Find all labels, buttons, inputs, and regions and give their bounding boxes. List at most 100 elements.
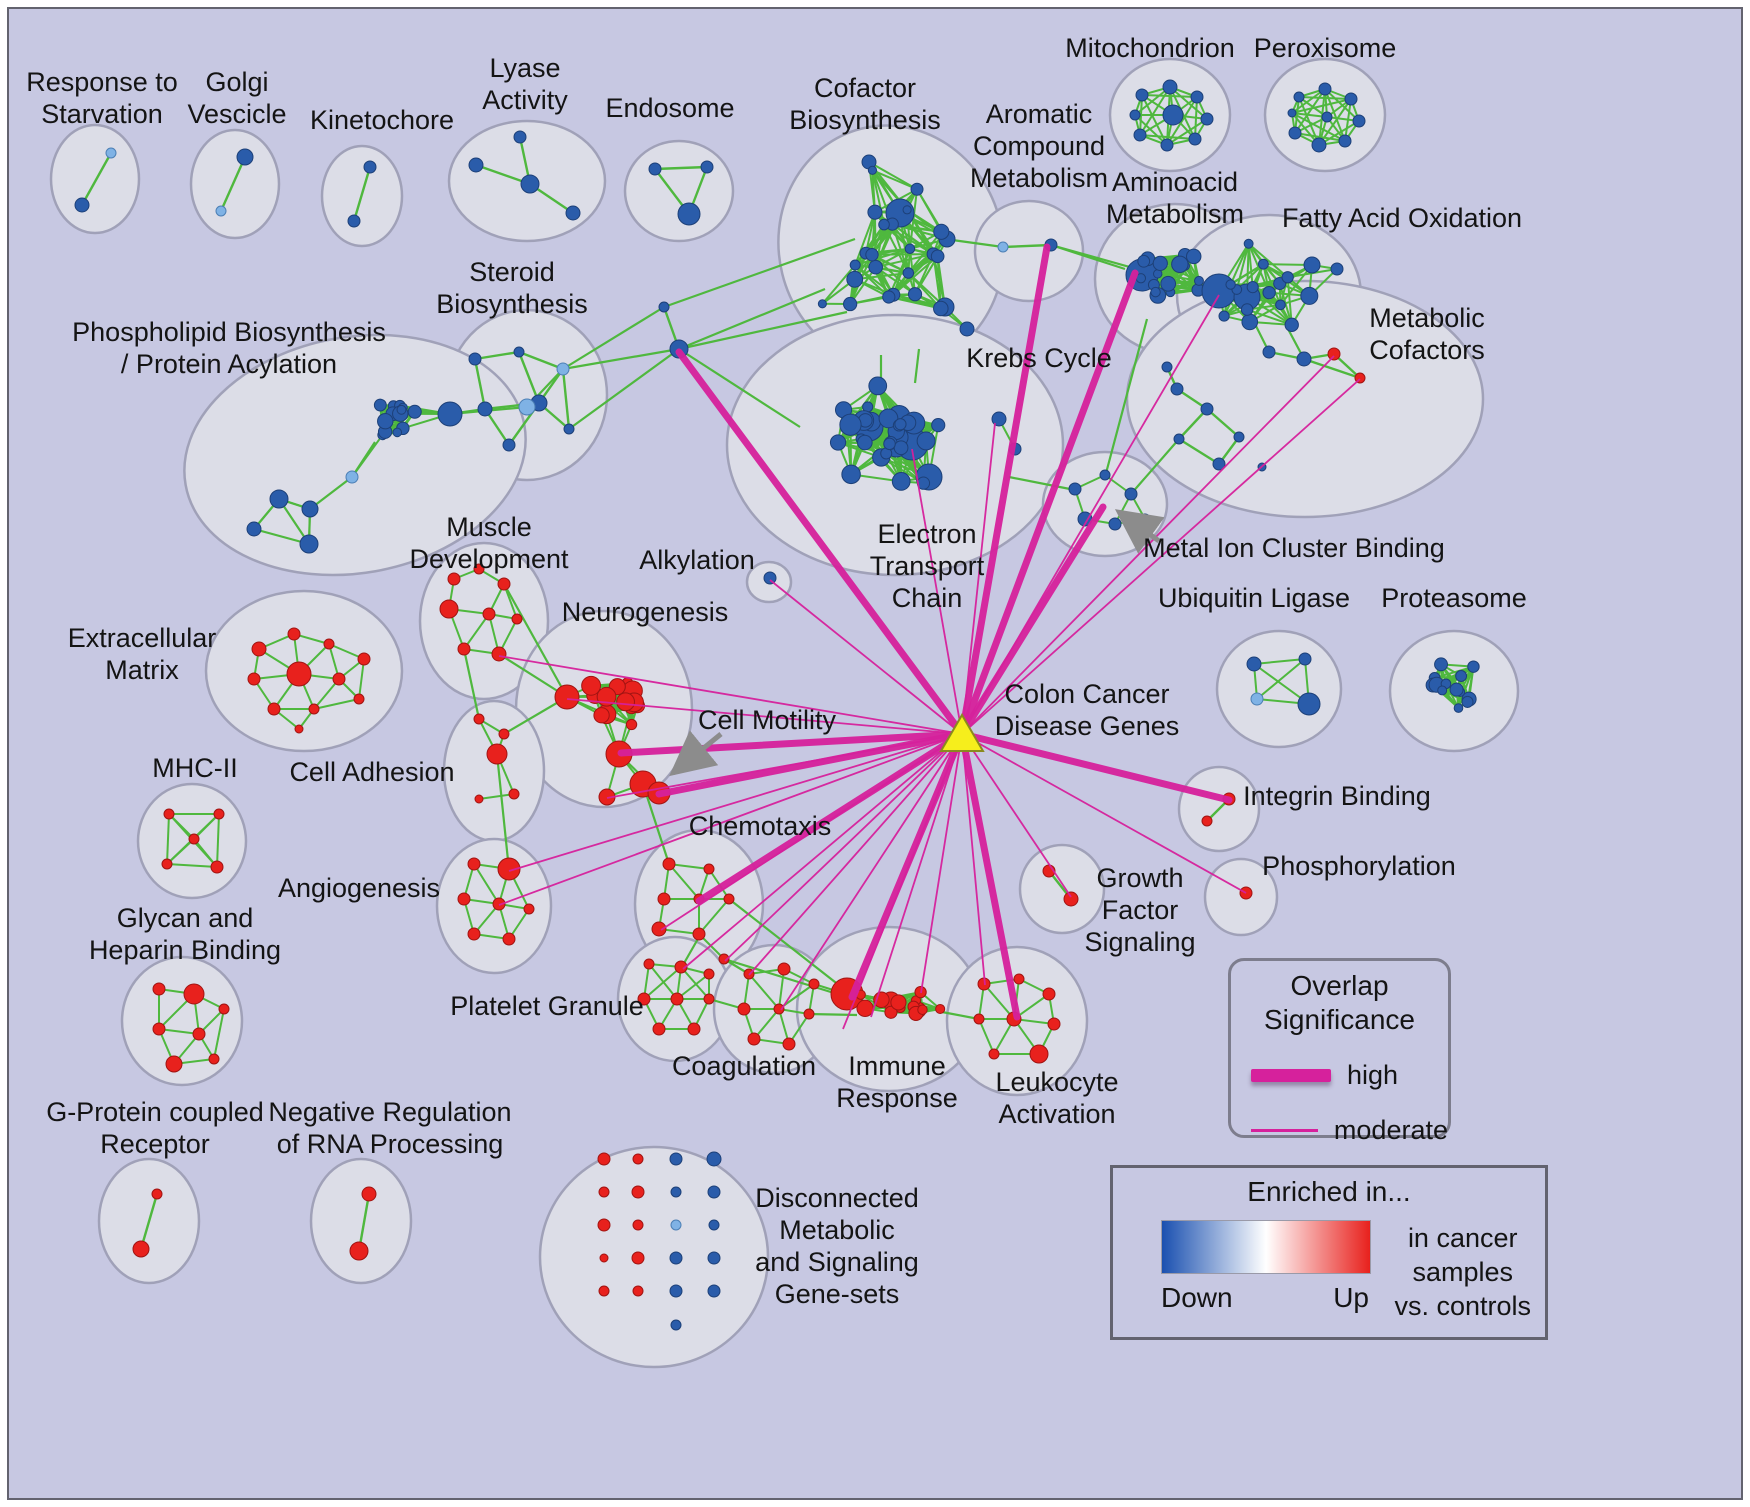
gene-set-node-fatty-acid-oxidation [1262, 285, 1276, 300]
gene-set-node-disconnected-gene-sets [670, 1319, 682, 1331]
overlap-edge-moderate [780, 733, 963, 1011]
gene-set-edge [854, 211, 876, 266]
overlap-edge-high [848, 730, 966, 1001]
gene-set-node-cofactor-biosynthesis [959, 321, 975, 337]
gene-set-node-neurogenesis [625, 718, 638, 731]
gene-set-node-ubiquitin-ligase [1250, 692, 1264, 706]
gene-set-node-fatty-acid-oxidation [1303, 256, 1321, 274]
overlap-edge-high [655, 730, 966, 798]
gene-set-node-cofactor-biosynthesis [849, 259, 861, 271]
gene-set-node-neurogenesis [554, 684, 580, 710]
gene-set-node-disconnected-gene-sets [670, 1186, 682, 1198]
overlap-edge-high [695, 730, 966, 905]
gene-set-edge [213, 1008, 225, 1060]
gene-set-node-phospholipid-biosynthesis [392, 427, 403, 438]
gene-set-node-disconnected-gene-sets [708, 1219, 720, 1231]
gene-set-node-lyase-activity [520, 174, 540, 194]
gene-set-node-proteasome [1449, 682, 1464, 697]
gene-set-edge [473, 863, 500, 905]
gene-set-edge [1139, 134, 1196, 140]
gene-set-node-disconnected-gene-sets [632, 1219, 644, 1231]
gene-set-node-krebs-electron-transport [857, 434, 873, 451]
gene-set-edge [854, 247, 911, 266]
gene-set-node-aromatic-compound-metabolism [997, 241, 1009, 253]
gene-set-node-mhc-ii [210, 860, 224, 874]
green-link [913, 348, 921, 384]
gene-set-edge [1247, 243, 1254, 288]
gene-set-edge [698, 898, 730, 935]
gene-set-node-immune-response [935, 1003, 946, 1015]
gene-set-node-phospholipid-biosynthesis [437, 401, 463, 427]
green-link [1130, 438, 1180, 495]
green-link [678, 348, 801, 428]
gene-set-edge [668, 863, 700, 900]
gene-set-node-krebs-electron-transport [883, 437, 896, 451]
gene-set-node-aminoacid-metabolism [1194, 275, 1204, 286]
gene-set-edge [351, 434, 384, 478]
gene-set-node-golgi-vescicle [215, 205, 227, 217]
overlap-edge-high [958, 503, 1107, 738]
gene-set-node-lyase-activity [565, 205, 581, 221]
gene-set-node-disconnected-gene-sets [707, 1185, 721, 1199]
gene-set-node-aminoacid-metabolism [1150, 286, 1161, 298]
gene-set-node-phospholipid-biosynthesis [373, 398, 387, 412]
gene-set-node-cofactor-biosynthesis [878, 218, 890, 231]
gene-set-node-peroxisome [1287, 108, 1297, 118]
gene-set-node-cell-adhesion [474, 794, 484, 804]
gene-set-node-cofactor-biosynthesis [907, 287, 923, 302]
cluster-ellipse-metabolic-cofactors [1125, 279, 1485, 519]
gene-set-node-krebs-electron-transport [893, 440, 909, 456]
gene-set-node-phospholipid-biosynthesis [301, 500, 319, 518]
gene-set-node-platelet-granule [674, 960, 688, 974]
gene-set-edge [1303, 357, 1361, 380]
gene-set-edge [914, 255, 939, 295]
gene-set-node-krebs-electron-transport [839, 413, 862, 436]
gene-set-edge [1166, 118, 1208, 146]
green-link [1008, 475, 1076, 492]
gene-set-node-angiogenesis [457, 892, 471, 906]
gene-set-node-angiogenesis [523, 903, 535, 915]
green-link [503, 583, 568, 698]
gene-set-node-muscle-development [511, 613, 523, 625]
gene-set-node-cofactor-biosynthesis [846, 270, 864, 288]
gene-set-node-mitochondrion [1135, 88, 1149, 102]
gene-set-node-chemotaxis [692, 927, 706, 941]
gene-set-edge [871, 170, 886, 225]
gene-set-edge [478, 793, 515, 800]
gene-set-node-krebs-electron-transport [894, 418, 907, 431]
gene-set-edge [219, 156, 247, 212]
gene-set-node-coagulation [803, 1008, 815, 1020]
green-link [462, 648, 481, 720]
gene-set-node-muscle-development [439, 599, 459, 619]
cluster-ellipse-endosome [623, 139, 735, 243]
gene-set-node-extracellular-matrix [353, 693, 365, 705]
gene-set-node-fatty-acid-oxidation [1218, 310, 1230, 322]
gene-set-node-krebs-electron-transport [829, 434, 847, 451]
green-link [678, 287, 826, 351]
gene-set-edge [821, 264, 856, 305]
gene-set-node-proteasome [1455, 670, 1468, 682]
gene-set-edge [166, 838, 195, 865]
gene-set-edge [871, 253, 909, 274]
green-link [309, 476, 353, 510]
gene-set-node-aminoacid-metabolism [1185, 248, 1202, 265]
pointer-arrow [1114, 509, 1165, 554]
overlap-edge-moderate [498, 655, 963, 735]
gene-set-edge [680, 966, 710, 1000]
gene-set-edge [313, 698, 360, 710]
gene-set-node-fatty-acid-oxidation [1225, 279, 1236, 290]
gene-set-node-extracellular-matrix [251, 641, 267, 657]
gene-set-edge [1139, 86, 1171, 136]
gene-set-node-platelet-granule [637, 992, 651, 1006]
gene-set-edge [166, 863, 218, 868]
overlap-edge-moderate [961, 733, 986, 986]
gene-set-node-proteasome [1434, 657, 1448, 672]
gene-set-node-lyase-activity [468, 157, 484, 173]
gene-set-node-chemotaxis [703, 863, 715, 875]
green-link [253, 527, 310, 546]
gene-set-node-cofactor-biosynthesis [933, 300, 949, 317]
gene-set-node-muscle-development [482, 607, 496, 621]
gene-set-edge [868, 161, 918, 191]
gene-set-node-cofactor-biosynthesis [867, 204, 883, 220]
green-link [568, 348, 680, 430]
